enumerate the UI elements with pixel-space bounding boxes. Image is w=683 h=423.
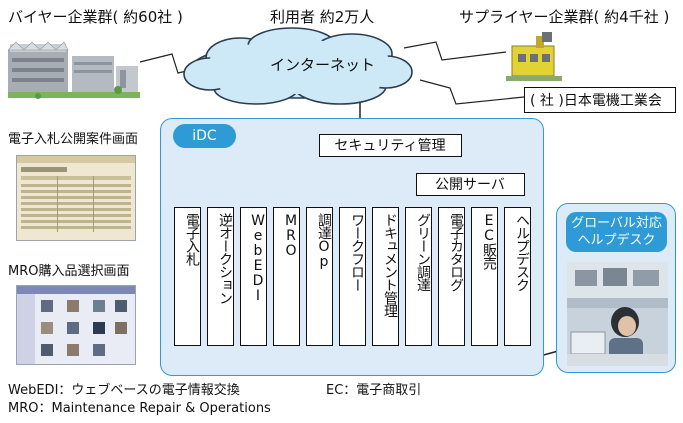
service-webedi: WebEDI [240, 207, 267, 346]
service-document-management: ドキュメント管理 [372, 207, 399, 346]
service-label: 電子カタログ [448, 213, 464, 291]
idc-badge: iDC [173, 124, 236, 148]
internet-label: インターネット [270, 56, 376, 74]
mro-screen-thumbnail [16, 285, 136, 365]
service-label: 電子入札 [184, 213, 200, 265]
public-server-label: 公開サーバ [435, 177, 505, 193]
internet-cloud [183, 27, 413, 105]
service-reverse-auction: 逆オークション [207, 207, 234, 346]
bidding-screen-title: 電子入札公開案件画面 [8, 132, 139, 147]
jema-box: ( 社 )日本電機工業会 [524, 87, 676, 113]
jema-label: ( 社 )日本電機工業会 [530, 93, 662, 109]
service-label: WebEDI [250, 213, 266, 303]
service-label: 調達Op [316, 213, 332, 269]
service-label: ワークフロー [349, 213, 365, 291]
buyers-label: バイヤー企業群( 約60社 ) [8, 8, 183, 26]
service-label: ヘルプデスク [514, 213, 530, 291]
security-box: セキュリティ管理 [319, 134, 462, 157]
helpdesk-label-line1: グローバル対応 [571, 216, 662, 231]
service-workflow: ワークフロー [339, 207, 366, 346]
service-e-catalog: 電子カタログ [438, 207, 465, 346]
security-label: セキュリティ管理 [334, 138, 446, 154]
service-green-procurement: グリーン調達 [405, 207, 432, 346]
service-procurement-op: 調達Op [306, 207, 333, 346]
service-denshi-nyusatsu: 電子入札 [174, 207, 201, 346]
idc-label: iDC [192, 128, 217, 144]
supplier-factory-illustration [506, 32, 562, 81]
footer-mro-note: MRO：Maintenance Repair & Operations [8, 401, 271, 416]
helpdesk-label-line2: ヘルプデスク [577, 233, 656, 248]
service-label: EC販売 [481, 213, 497, 269]
service-label: グリーン調達 [415, 213, 431, 291]
footer-webedi-note: WebEDI：ウェブベースの電子情報交換 [8, 383, 240, 398]
service-helpdesk: ヘルプデスク [504, 207, 531, 346]
users-label: 利用者 約2万人 [270, 8, 375, 26]
footer-ec-note: EC：電子商取引 [326, 383, 422, 398]
suppliers-label: サプライヤー企業群( 約4千社 ) [459, 8, 670, 26]
buyer-factories-illustration [8, 41, 140, 99]
mro-screen-title: MRO購入品選択画面 [8, 264, 130, 279]
public-server-box: 公開サーバ [416, 173, 525, 196]
service-label: 逆オークション [217, 213, 233, 304]
service-label: MRO [283, 213, 299, 258]
service-mro: MRO [273, 207, 300, 346]
bidding-screen-thumbnail [16, 155, 136, 241]
helpdesk-photo [567, 262, 668, 366]
service-ec-sales: EC販売 [471, 207, 498, 346]
service-label: ドキュメント管理 [382, 213, 398, 317]
helpdesk-badge: グローバル対応 ヘルプデスク [566, 212, 667, 252]
